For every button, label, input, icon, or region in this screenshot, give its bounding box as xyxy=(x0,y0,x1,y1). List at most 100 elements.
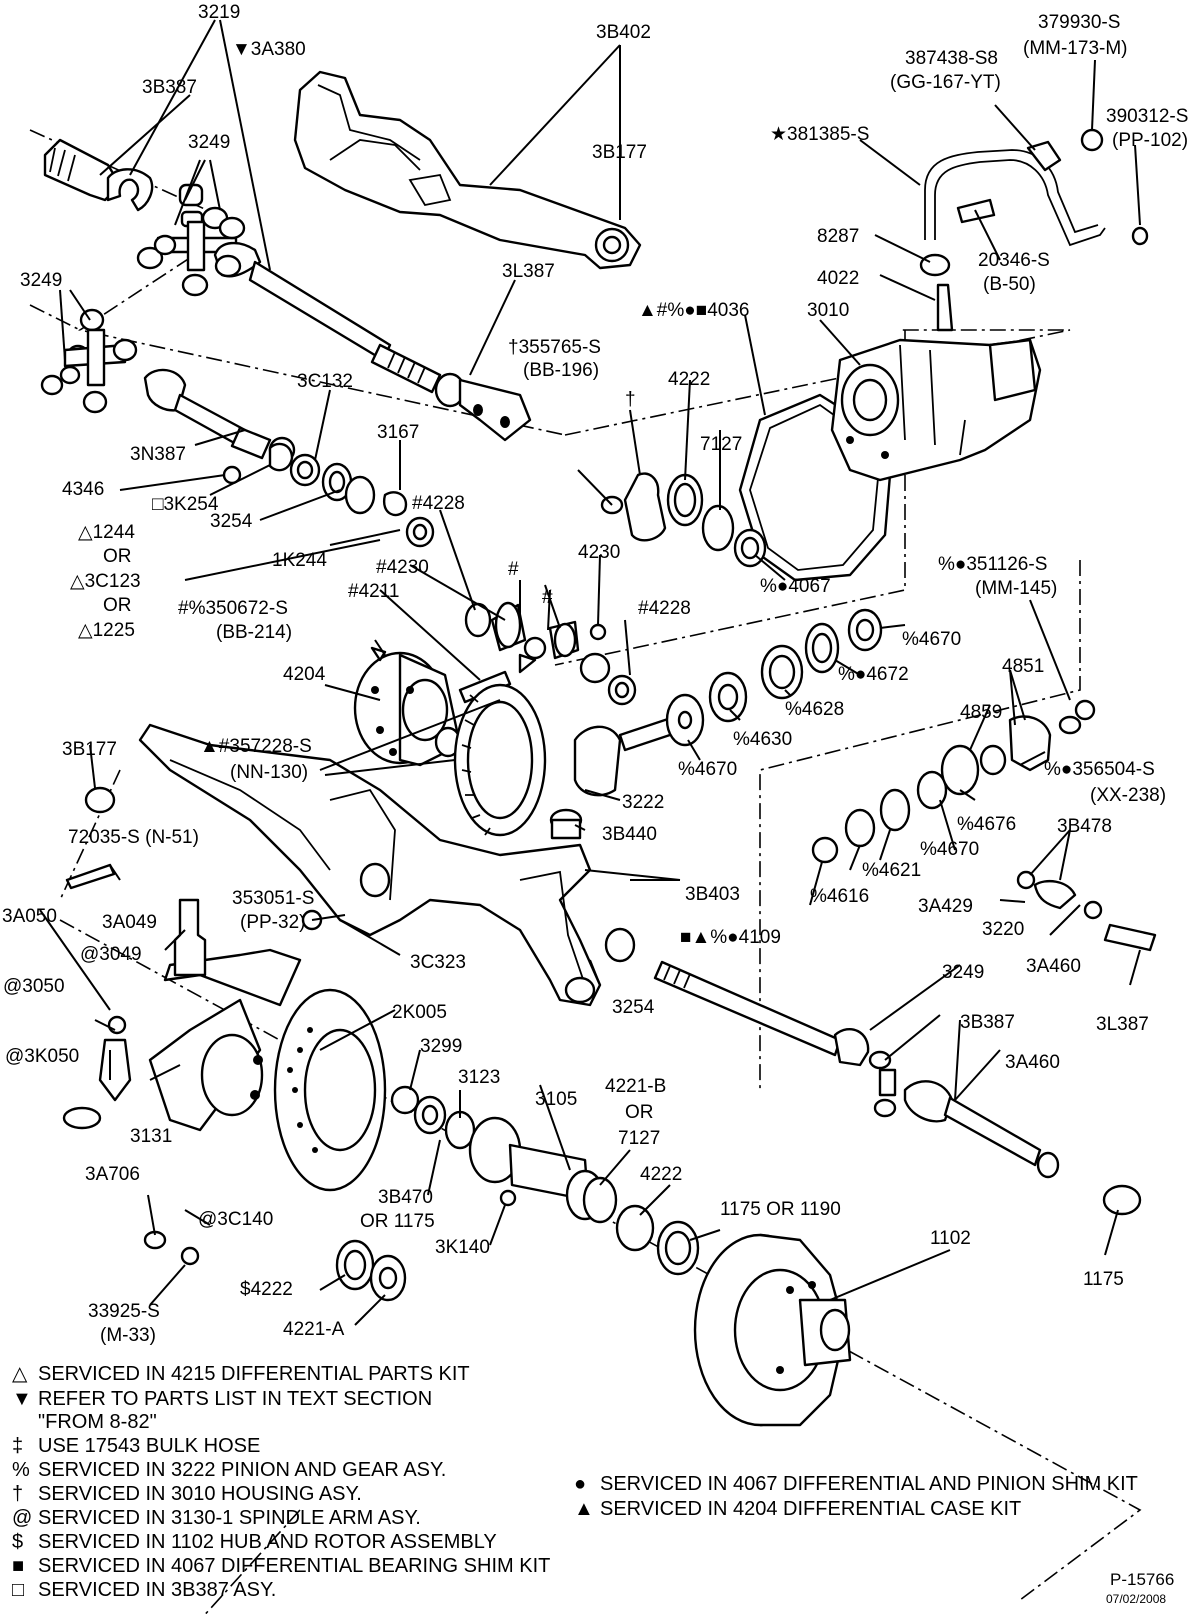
label-356504-s: %●356504-S xyxy=(1044,759,1155,780)
label-nn-130: (NN-130) xyxy=(230,762,308,783)
label-mm-145: (MM-145) xyxy=(975,578,1057,599)
document-number: P-15766 xyxy=(1110,1570,1175,1589)
label-bb-196: (BB-196) xyxy=(523,360,599,381)
upper-u-joint xyxy=(136,183,246,297)
label-bb-214: (BB-214) xyxy=(216,622,292,643)
legend-item: †SERVICED IN 3010 HOUSING ASY. xyxy=(12,1483,362,1505)
label-355765-s: †355765-S xyxy=(508,337,601,358)
hub-rotor xyxy=(693,1233,852,1427)
splash-shield xyxy=(273,988,387,1192)
label-20346-s: 20346-S xyxy=(978,250,1050,271)
part-labels: 3219 ▼3A380 3B387 3249 3B402 3B177 3249 … xyxy=(2,2,1188,1346)
legend-item: $SERVICED IN 1102 HUB AND ROTOR ASSEMBLY xyxy=(12,1531,497,1553)
legend-item: □SERVICED IN 3B387 ASY. xyxy=(12,1579,277,1601)
label-m-33: (M-33) xyxy=(100,1325,156,1346)
legend-item: %SERVICED IN 3222 PINION AND GEAR ASY. xyxy=(12,1459,447,1481)
label-4346: 4346 xyxy=(62,479,104,500)
lower-u-joint xyxy=(40,308,138,414)
label-3249-left: 3249 xyxy=(20,270,62,291)
label-387438-s8: 387438-S8 xyxy=(905,48,998,69)
label-3299: 3299 xyxy=(420,1036,462,1057)
label-3a460-lower: 3A460 xyxy=(1005,1052,1060,1073)
label-3b470: 3B470 xyxy=(378,1187,433,1208)
label-3131: 3131 xyxy=(130,1126,172,1147)
label-351126-s: %●351126-S xyxy=(938,554,1047,575)
label-3249-lower: 3249 xyxy=(942,962,984,983)
label-3254-upper: 3254 xyxy=(210,511,253,532)
inner-seal-bearing-group xyxy=(222,442,435,548)
label-pp-32: (PP-32) xyxy=(240,912,305,933)
legend-item: "FROM 8-82" xyxy=(38,1411,157,1433)
label-4222-hub: $4222 xyxy=(240,1279,293,1300)
label-3b440: 3B440 xyxy=(602,824,657,845)
label-hash-1: # xyxy=(508,559,519,580)
inner-axle-shaft xyxy=(213,241,532,442)
label-379930-s: 379930-S xyxy=(1038,12,1120,33)
label-3k254: □3K254 xyxy=(152,494,219,515)
label-350672-s: #%350672-S xyxy=(178,598,288,619)
label-3c123: △3C123 xyxy=(70,571,141,592)
label-1244: △1244 xyxy=(78,522,135,543)
label-4221-b: 4221-B xyxy=(605,1076,666,1097)
label-4067: %●4067 xyxy=(760,576,831,597)
label-3a049: 3A049 xyxy=(102,912,157,933)
label-hash-2: # xyxy=(542,587,553,608)
vent-hose-group xyxy=(919,128,1149,332)
label-3c140: @3C140 xyxy=(198,1209,273,1230)
label-3b177-upper: 3B177 xyxy=(592,142,647,163)
label-1175-or-1190: 1175 OR 1190 xyxy=(720,1199,841,1220)
label-8287: 8287 xyxy=(817,226,859,247)
legend-item: ■SERVICED IN 4067 DIFFERENTIAL BEARING S… xyxy=(12,1555,551,1577)
label-3a429: 3A429 xyxy=(918,896,973,917)
label-3222: 3222 xyxy=(622,792,664,813)
label-1225: △1225 xyxy=(78,620,135,641)
label-or-1175: OR 1175 xyxy=(360,1211,435,1232)
steering-knuckle xyxy=(62,898,302,1132)
right-axle-shaft xyxy=(653,960,1142,1216)
label-3b402: 3B402 xyxy=(596,22,651,43)
label-3b403: 3B403 xyxy=(685,884,740,905)
label-4221-a: 4221-A xyxy=(283,1319,345,1340)
label-4851: 4851 xyxy=(1002,656,1044,677)
label-1102: 1102 xyxy=(930,1228,971,1249)
label-4630: %4630 xyxy=(733,729,792,750)
label-3254-lower: 3254 xyxy=(612,997,655,1018)
upper-axle-yoke xyxy=(43,138,154,212)
label-4859: 4859 xyxy=(960,702,1002,723)
label-3c323: 3C323 xyxy=(410,952,466,973)
label-or-3: OR xyxy=(625,1102,654,1123)
legend: △SERVICED IN 4215 DIFFERENTIAL PARTS KIT… xyxy=(8,1362,1188,1612)
label-3l387-lower: 3L387 xyxy=(1096,1014,1149,1035)
label-3n387: 3N387 xyxy=(130,444,186,465)
label-xx-238: (XX-238) xyxy=(1090,785,1166,806)
label-4228-upper: #4228 xyxy=(412,493,465,514)
label-4621: %4621 xyxy=(862,860,921,881)
label-3b177-lower: 3B177 xyxy=(62,739,117,760)
legend-item: △SERVICED IN 4215 DIFFERENTIAL PARTS KIT xyxy=(12,1363,470,1385)
label-3220: 3220 xyxy=(982,919,1024,940)
label-4676: %4676 xyxy=(957,814,1016,835)
lower-axle-arm xyxy=(65,723,636,1007)
legend-item: ‡USE 17543 BULK HOSE xyxy=(12,1435,261,1457)
leader-lines xyxy=(39,19,1141,1326)
carrier-housing xyxy=(830,338,1042,482)
label-3a380: ▼3A380 xyxy=(232,39,306,60)
legend-item: ●SERVICED IN 4067 DIFFERENTIAL AND PINIO… xyxy=(574,1473,1138,1495)
label-4230-right: 4230 xyxy=(578,542,620,563)
label-357228-s: ▲#357228-S xyxy=(200,736,312,757)
label-3k140: 3K140 xyxy=(435,1237,490,1258)
label-72035-s: 72035-S (N-51) xyxy=(68,827,199,848)
legend-item: ▲SERVICED IN 4204 DIFFERENTIAL CASE KIT xyxy=(574,1498,1022,1520)
label-4036: ▲#%●■4036 xyxy=(638,300,750,321)
spindle-bearing-group xyxy=(390,1085,700,1276)
label-mm-173-m: (MM-173-M) xyxy=(1023,38,1128,59)
label-4211: #4211 xyxy=(348,581,399,602)
differential-case xyxy=(353,646,462,767)
label-3049: @3049 xyxy=(80,944,142,965)
label-4204: 4204 xyxy=(283,664,326,685)
label-b-50: (B-50) xyxy=(983,274,1036,295)
label-2k005: 2K005 xyxy=(392,1002,447,1023)
label-3k050: @3K050 xyxy=(5,1046,79,1067)
document-date: 07/02/2008 xyxy=(1106,1592,1167,1606)
